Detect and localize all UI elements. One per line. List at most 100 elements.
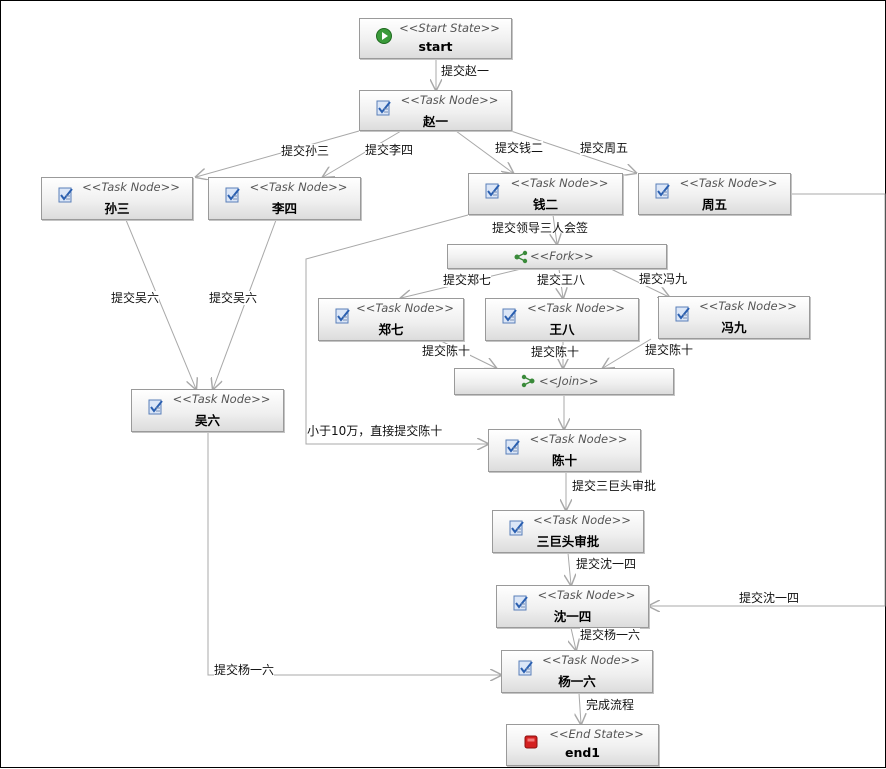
transition-label: 提交王八 <box>537 273 586 287</box>
node-start[interactable]: <<Start State>> start <box>359 18 512 59</box>
node-title: 冯九 <box>721 320 747 335</box>
transition-label: 提交赵一 <box>441 64 490 78</box>
join-icon <box>521 374 535 388</box>
node-stereotype: <<Task Node>> <box>542 653 640 667</box>
node-title: 孙三 <box>104 201 130 216</box>
transition-label: 提交沈一四 <box>576 557 637 571</box>
task-icon <box>502 308 517 324</box>
node-fengjiu[interactable]: <<Task Node>> 冯九 <box>658 296 810 339</box>
node-stereotype: <<Join>> <box>539 374 599 388</box>
node-zhouwu[interactable]: <<Task Node>> 周五 <box>638 173 791 215</box>
node-wangba[interactable]: <<Task Node>> 王八 <box>485 298 639 341</box>
task-icon <box>518 660 533 676</box>
node-title: 吴六 <box>194 413 220 428</box>
transition-edge[interactable] <box>510 130 636 173</box>
transition-label: 提交陈十 <box>422 344 471 358</box>
task-icon <box>335 308 350 324</box>
node-title: 钱二 <box>532 197 558 212</box>
node-title: 郑七 <box>378 322 404 337</box>
transition-label: 提交孙三 <box>281 144 330 158</box>
node-stereotype: <<Task Node>> <box>527 301 625 315</box>
node-yangyiliu[interactable]: <<Task Node>> 杨一六 <box>501 650 653 693</box>
transition-label: 提交陈十 <box>531 345 580 359</box>
task-icon <box>225 187 240 203</box>
node-title: 三巨头审批 <box>536 534 600 549</box>
node-stereotype: <<Task Node>> <box>172 392 271 406</box>
node-stereotype: <<Task Node>> <box>249 180 348 194</box>
node-stereotype: <<Task Node>> <box>529 432 628 446</box>
node-stereotype: <<Task Node>> <box>510 176 609 190</box>
task-icon <box>148 399 163 415</box>
play-icon <box>376 28 392 44</box>
transition-edge[interactable] <box>579 692 581 724</box>
transition-label: 提交沈一四 <box>739 591 800 605</box>
transition-edge[interactable] <box>455 130 513 173</box>
transition-label: 提交杨一六 <box>580 628 641 642</box>
node-zhengqi[interactable]: <<Task Node>> 郑七 <box>318 298 464 341</box>
node-stereotype: <<Fork>> <box>530 249 594 263</box>
node-stereotype: <<Task Node>> <box>537 588 636 602</box>
transition-edge[interactable] <box>125 219 196 389</box>
node-title: end1 <box>564 745 601 760</box>
node-title: 王八 <box>549 322 575 337</box>
node-fork[interactable]: <<Fork>> <box>447 244 667 269</box>
node-join[interactable]: <<Join>> <box>454 368 674 395</box>
node-wuliu[interactable]: <<Task Node>> 吴六 <box>131 389 284 432</box>
node-title: 赵一 <box>422 114 448 129</box>
transition-label: 提交吴六 <box>209 291 258 305</box>
node-title: 沈一四 <box>553 609 592 624</box>
transition-edge[interactable] <box>553 214 557 244</box>
transition-edge[interactable] <box>196 130 360 177</box>
transition-label: 提交领导三人会签 <box>492 221 589 235</box>
node-title: 李四 <box>271 201 297 216</box>
transition-label: 提交三巨头审批 <box>572 479 657 493</box>
stop-icon <box>524 735 538 749</box>
node-stereotype: <<Start State>> <box>399 21 500 35</box>
transition-edge[interactable] <box>649 193 886 606</box>
task-icon <box>58 187 73 203</box>
task-icon <box>513 595 528 611</box>
task-icon <box>509 520 524 536</box>
transition-label: 提交杨一六 <box>214 663 275 677</box>
transition-label: 提交郑七 <box>443 273 492 287</box>
node-stereotype: <<Task Node>> <box>699 299 797 313</box>
node-stereotype: <<Task Node>> <box>533 513 631 527</box>
transition-label: 小于10万，直接提交陈十 <box>307 424 443 438</box>
task-icon <box>675 306 690 322</box>
task-icon <box>376 100 391 116</box>
transition-edge[interactable] <box>323 130 402 177</box>
transition-label: 提交冯九 <box>639 272 688 286</box>
node-title: 陈十 <box>551 453 577 468</box>
node-title: 周五 <box>701 197 727 212</box>
transition-label: 提交李四 <box>365 143 414 157</box>
node-sunsan[interactable]: <<Task Node>> 孙三 <box>41 177 193 220</box>
task-icon <box>485 183 500 199</box>
node-title: 杨一六 <box>558 674 596 689</box>
transition-label: 完成流程 <box>586 698 635 712</box>
node-stereotype: <<End State>> <box>549 727 644 741</box>
transition-label: 提交钱二 <box>495 141 544 155</box>
node-chenshi[interactable]: <<Task Node>> 陈十 <box>488 429 641 472</box>
node-end1[interactable]: <<End State>> end1 <box>506 724 659 766</box>
transition-edge[interactable] <box>603 338 652 368</box>
node-stereotype: <<Task Node>> <box>356 301 454 315</box>
node-title: start <box>418 39 453 54</box>
fork-icon <box>514 250 528 264</box>
transition-edge[interactable] <box>571 627 576 650</box>
node-zhaoyi[interactable]: <<Task Node>> 赵一 <box>359 90 512 131</box>
node-lisi[interactable]: <<Task Node>> 李四 <box>208 177 361 220</box>
transition-edge[interactable] <box>305 214 488 444</box>
transition-label: 提交周五 <box>580 141 629 155</box>
transition-edge[interactable] <box>568 552 571 585</box>
node-qianer[interactable]: <<Task Node>> 钱二 <box>468 173 623 215</box>
node-stereotype: <<Task Node>> <box>400 93 499 107</box>
transition-label: 提交陈十 <box>645 343 694 357</box>
node-stereotype: <<Task Node>> <box>82 180 180 194</box>
node-sanjutou[interactable]: <<Task Node>> 三巨头审批 <box>492 510 644 553</box>
transition-label: 提交吴六 <box>111 291 160 305</box>
node-stereotype: <<Task Node>> <box>679 176 778 190</box>
node-shenyisi[interactable]: <<Task Node>> 沈一四 <box>496 585 649 628</box>
task-icon <box>655 183 670 199</box>
transition-edge[interactable] <box>207 432 501 675</box>
